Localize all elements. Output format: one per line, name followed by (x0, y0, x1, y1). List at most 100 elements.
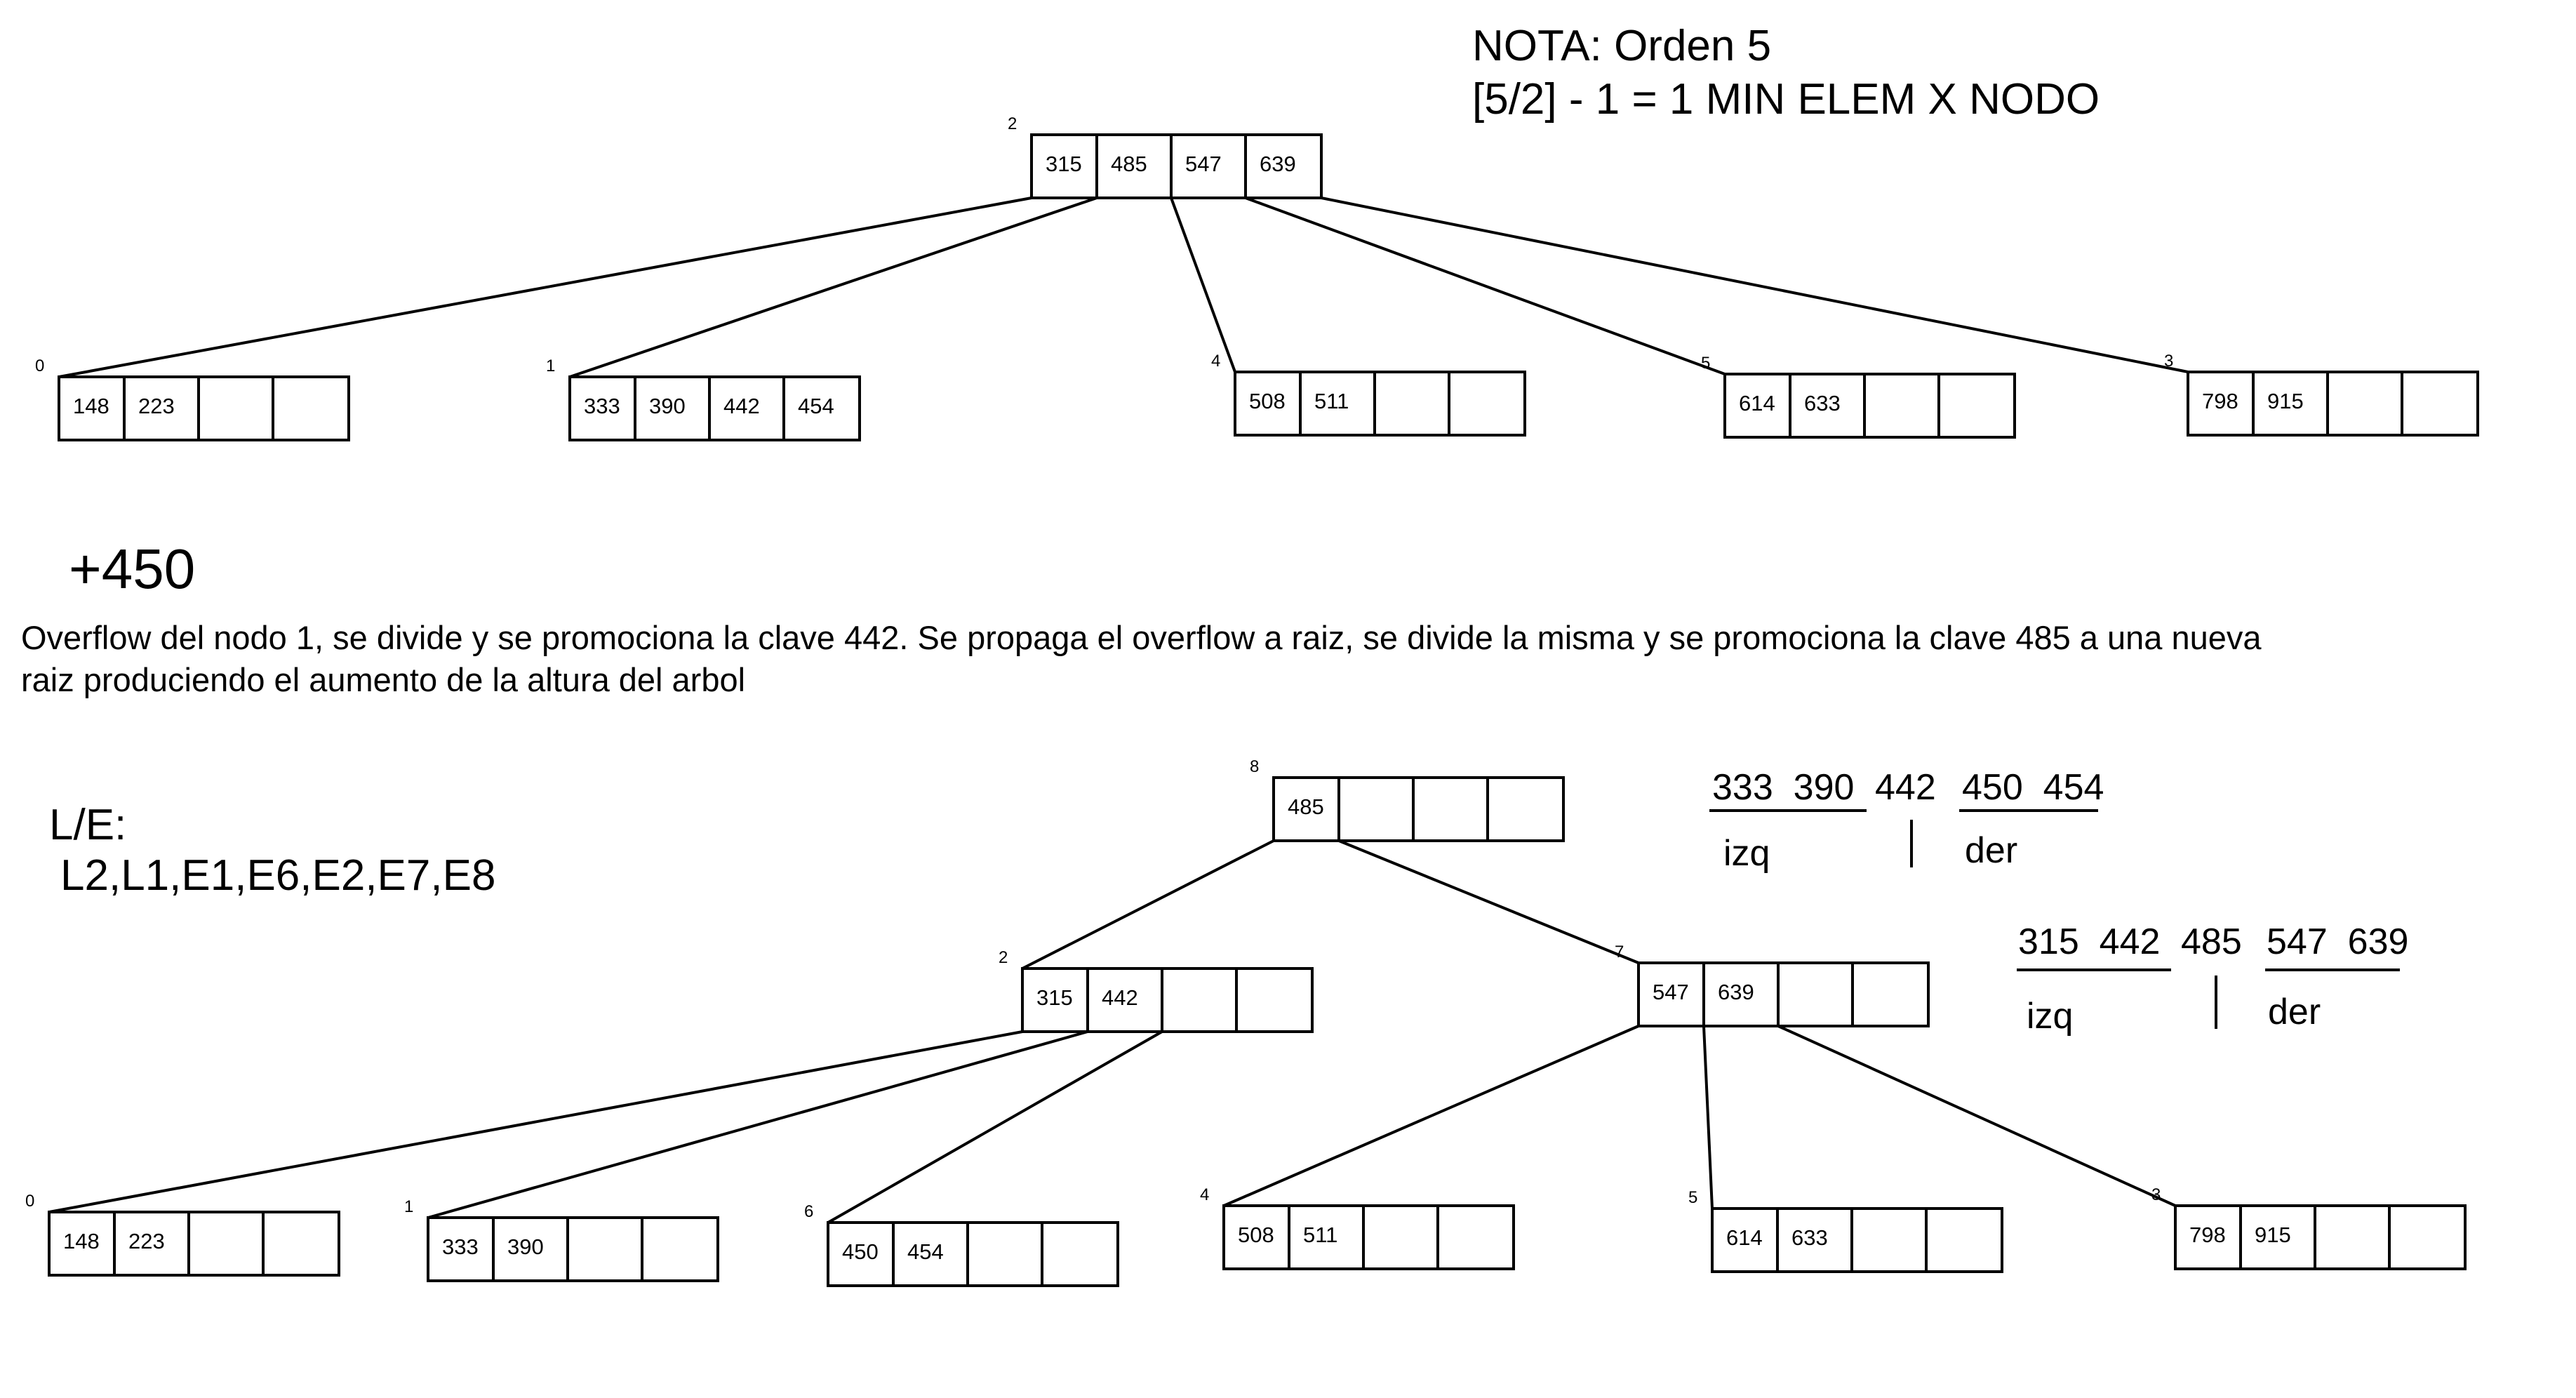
tree_after-node-8: 8 485 (1250, 757, 1565, 842)
node-cell (566, 1216, 643, 1282)
node-key: 454 (798, 394, 834, 418)
node-id-label: 3 (2164, 352, 2173, 371)
split-1-right: 450 454 (1962, 767, 2104, 808)
le-sequence: L2,L1,E1,E6,E2,E7,E8 (60, 851, 496, 900)
node-cell (427, 1216, 495, 1282)
node-key: 633 (1804, 391, 1841, 415)
node-cell (641, 1216, 719, 1282)
node-cell (1041, 1221, 1119, 1287)
node-cell (1925, 1207, 2003, 1273)
node-cell (1288, 1204, 1365, 1270)
node-key: 333 (584, 394, 620, 418)
operation-label: +450 (69, 538, 196, 600)
node-key: 454 (907, 1239, 944, 1264)
node-cell (2314, 1204, 2391, 1270)
node-id-label: 2 (999, 948, 1008, 967)
node-id-label: 8 (1250, 757, 1259, 776)
node-key: 390 (507, 1234, 544, 1259)
node-id-label: 2 (1008, 114, 1017, 133)
node-id-label: 7 (1615, 943, 1624, 961)
node-key: 508 (1249, 389, 1286, 413)
tree_before-edge-2-3 (1321, 197, 2189, 373)
node-cell (1337, 776, 1415, 842)
node-id-label: 1 (404, 1197, 413, 1216)
node-cell (1030, 133, 1098, 199)
node-cell (1170, 133, 1247, 199)
tree_before-edge-2-1 (569, 197, 1097, 378)
tree_after-edge-2-0 (48, 1030, 1023, 1213)
node-key: 633 (1791, 1225, 1828, 1250)
node-key: 547 (1185, 152, 1222, 176)
tree_before-edge-2-4 (1170, 197, 1236, 373)
node-cell (272, 375, 350, 441)
split-2-left: 315 442 (2018, 921, 2161, 962)
node-key: 798 (2189, 1223, 2226, 1247)
tree_after-edge-7-4 (1223, 1025, 1639, 1207)
tree_after-edge-2-6 (827, 1030, 1163, 1224)
node-id-label: 5 (1701, 354, 1710, 373)
node-cell (197, 375, 274, 441)
node-cell (123, 375, 200, 441)
node-cell (1234, 371, 1302, 437)
node-key: 915 (2267, 389, 2304, 413)
node-cell (1436, 1204, 1515, 1270)
node-key: 390 (649, 394, 686, 418)
note-line-1: NOTA: Orden 5 (1472, 22, 1772, 70)
node-cell (1299, 371, 1376, 437)
node-key: 639 (1260, 152, 1296, 176)
node-key: 315 (1046, 152, 1082, 176)
node-cell (2252, 371, 2329, 437)
node-id-label: 6 (804, 1202, 813, 1221)
node-key: 547 (1653, 980, 1689, 1004)
node-cell (2401, 371, 2479, 437)
node-cell (827, 1221, 895, 1287)
node-cell (1244, 133, 1323, 199)
tree_after-edge-2-1 (427, 1030, 1088, 1219)
node-id-label: 1 (546, 357, 555, 375)
node-cell (782, 375, 861, 441)
node-key: 442 (723, 394, 760, 418)
split-1-left: 333 390 (1712, 767, 1855, 808)
node-key: 223 (128, 1229, 165, 1253)
split-1-left-label: izq (1723, 833, 1770, 874)
node-key: 915 (2255, 1223, 2291, 1247)
node-key: 511 (1314, 389, 1349, 413)
tree_after-node-6: 6 450 454 (804, 1202, 1119, 1287)
le-label: L/E: (49, 801, 127, 849)
node-cell (1851, 961, 1930, 1027)
split-2-mid: 485 (2181, 921, 2242, 962)
tree_before-edge-2-0 (58, 197, 1032, 378)
node-key: 485 (1288, 794, 1324, 819)
node-cell (262, 1211, 340, 1277)
node-cell (966, 1221, 1043, 1287)
split-1-right-label: der (1965, 830, 2018, 871)
node-cell (1448, 371, 1526, 437)
tree_after-edge-7-5 (1702, 1025, 1714, 1209)
node-cell (568, 375, 636, 441)
tree_before-edge-2-5 (1245, 197, 1726, 375)
node-cell (1777, 961, 1854, 1027)
tree_after-edge-8-2 (1022, 839, 1274, 970)
node-id-label: 0 (35, 357, 44, 375)
node-cell (48, 1211, 116, 1277)
node-key: 614 (1739, 391, 1775, 415)
node-cell (1161, 967, 1238, 1033)
node-cell (2388, 1204, 2467, 1270)
node-key: 614 (1726, 1225, 1763, 1250)
node-key: 639 (1718, 980, 1754, 1004)
node-cell (1373, 371, 1450, 437)
node-id-label: 3 (2151, 1185, 2161, 1204)
node-cell (1637, 961, 1705, 1027)
node-key: 450 (842, 1239, 879, 1264)
